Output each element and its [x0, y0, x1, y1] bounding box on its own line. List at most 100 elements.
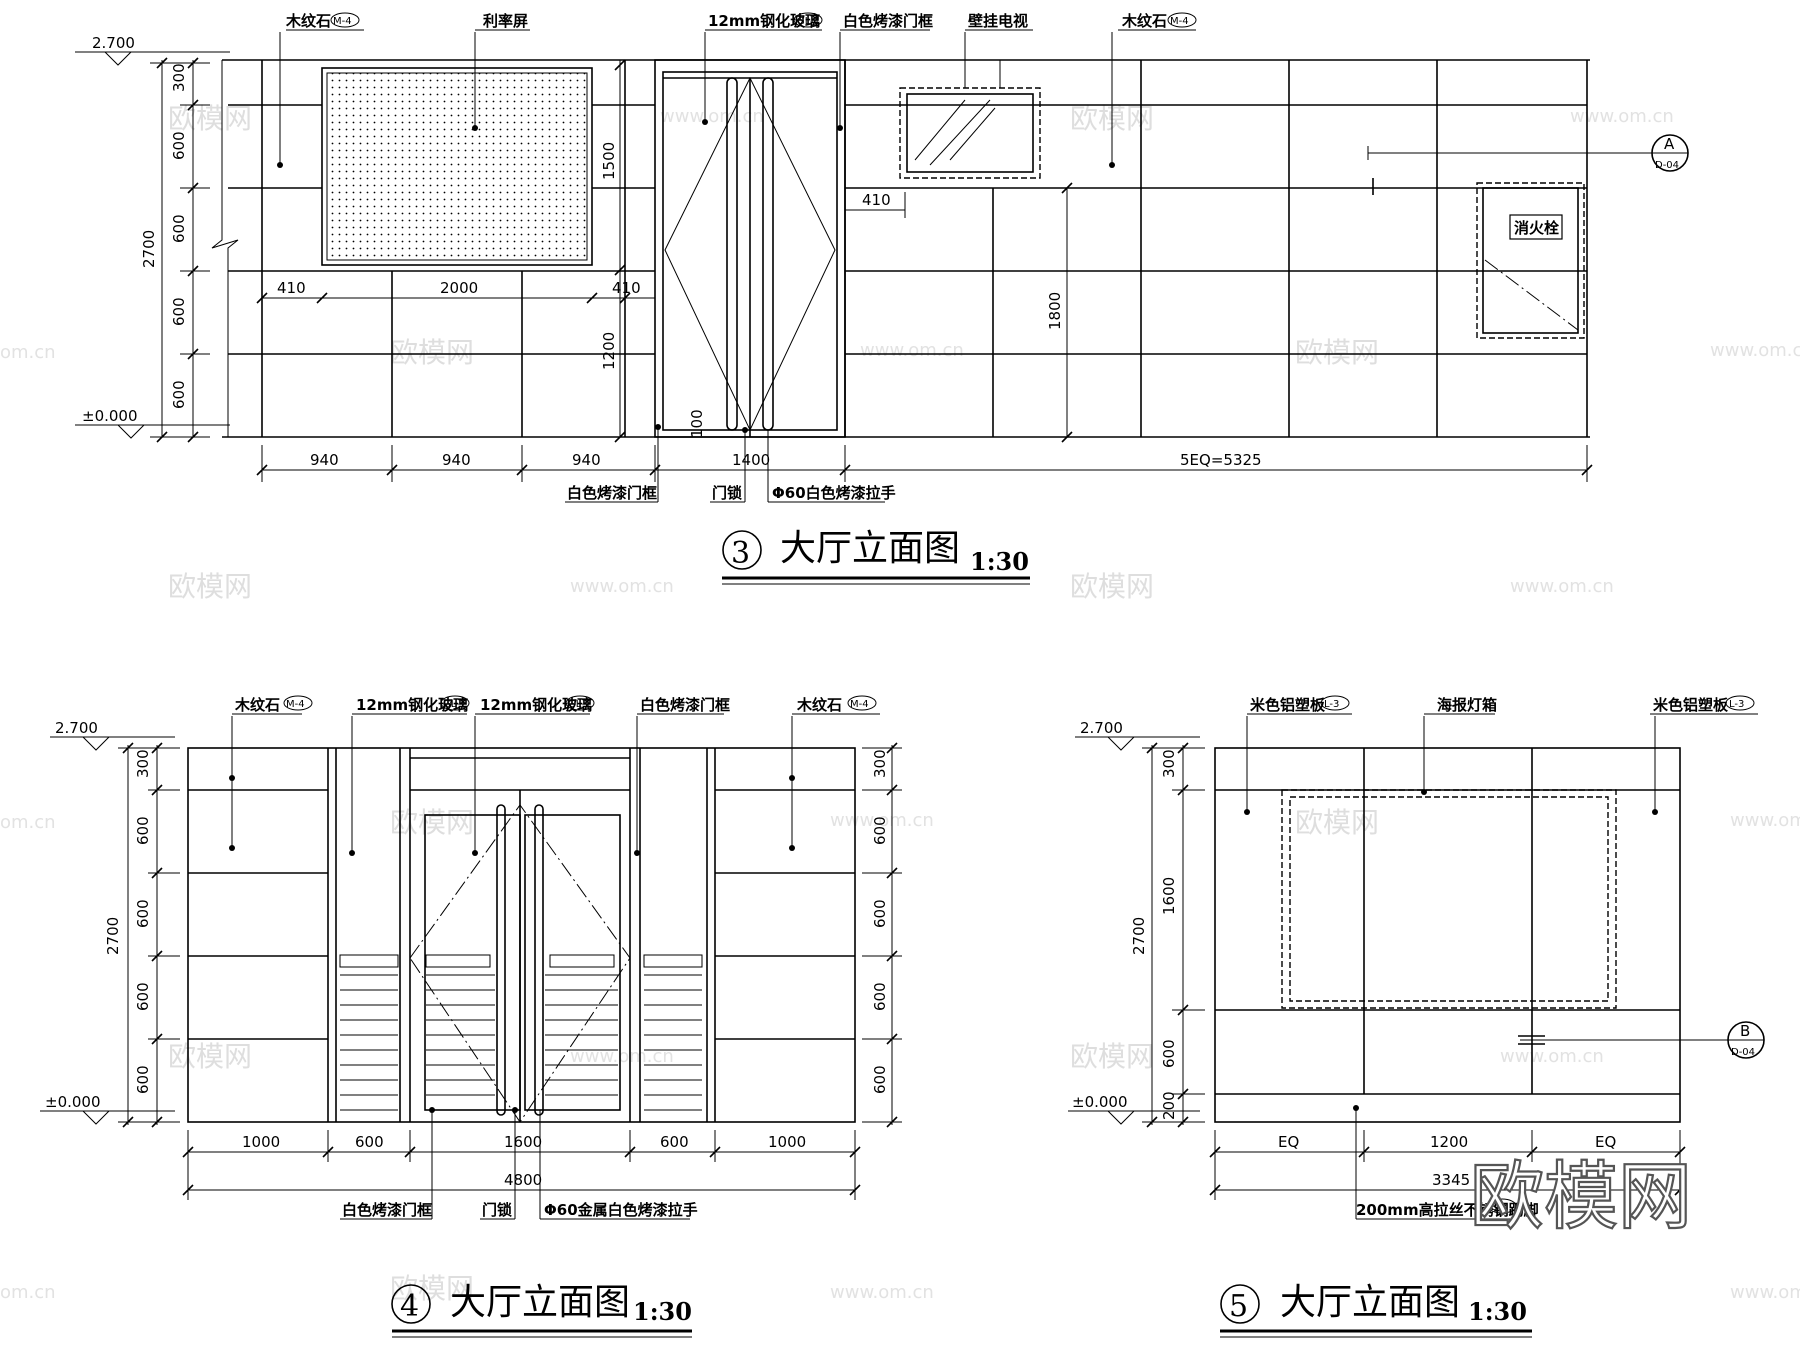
svg-text:D-04: D-04: [1655, 160, 1679, 171]
svg-text:米色铝塑板: 米色铝塑板: [1653, 696, 1729, 714]
svg-text:欧模网: 欧模网: [1070, 570, 1154, 603]
svg-text:利率屏: 利率屏: [483, 12, 528, 30]
svg-text:白色烤漆门框: 白色烤漆门框: [567, 484, 657, 502]
svg-text:1000: 1000: [242, 1133, 280, 1151]
svg-text:940: 940: [442, 451, 471, 469]
svg-text:600: 600: [355, 1133, 384, 1151]
svg-text:M-4: M-4: [286, 699, 305, 710]
svg-text:600: 600: [871, 1065, 889, 1094]
svg-text:欧模网: 欧模网: [390, 806, 474, 839]
svg-text:300: 300: [1160, 749, 1178, 778]
svg-text:5EQ=5325: 5EQ=5325: [1180, 451, 1262, 469]
door-handle-right: [534, 804, 544, 1116]
right-dimensions: 300 600 600 600 600: [862, 742, 902, 1128]
svg-text:1500: 1500: [600, 142, 618, 180]
svg-text:www.om.cn: www.om.cn: [830, 1282, 934, 1303]
svg-text:600: 600: [871, 899, 889, 928]
svg-text:www.om.cn: www.om.cn: [570, 1046, 674, 1067]
svg-text:海报灯箱: 海报灯箱: [1437, 696, 1497, 714]
svg-text:Φ60白色烤漆拉手: Φ60白色烤漆拉手: [772, 484, 896, 502]
svg-text:4800: 4800: [504, 1171, 542, 1189]
level-marker-base: ±0.000: [1068, 1093, 1200, 1125]
svg-text:410: 410: [862, 191, 891, 209]
svg-text:200: 200: [1160, 1091, 1178, 1120]
svg-text:www.om.cn: www.om.cn: [660, 106, 764, 127]
bottom-annotations: 白色烤漆门框 门锁 Φ60白色烤漆拉手: [565, 424, 896, 503]
wall-outline: [1214, 747, 1681, 1123]
svg-text:L-3: L-3: [1729, 699, 1744, 710]
svg-text:欧模网: 欧模网: [1295, 336, 1379, 369]
svg-text:1:30: 1:30: [1468, 1297, 1527, 1326]
svg-text:1:30: 1:30: [970, 547, 1029, 576]
svg-text:壁挂电视: 壁挂电视: [968, 12, 1028, 30]
svg-text:om.cn: om.cn: [0, 812, 56, 833]
level-marker-top: 2.700: [75, 34, 230, 66]
svg-text:www.om.cn: www.om.cn: [570, 576, 674, 597]
svg-text:门锁: 门锁: [712, 484, 742, 502]
svg-text:2000: 2000: [440, 279, 478, 297]
svg-text:600: 600: [134, 899, 152, 928]
break-line: [211, 60, 239, 437]
svg-text:大厅立面图: 大厅立面图: [450, 1282, 630, 1323]
svg-text:2700: 2700: [104, 917, 122, 955]
svg-text:GL-1: GL-1: [443, 699, 466, 710]
svg-text:欧模网: 欧模网: [168, 1040, 252, 1073]
svg-text:www.om.cn: www.om.cn: [1500, 1046, 1604, 1067]
svg-text:S-1: S-1: [1491, 1202, 1507, 1213]
svg-text:600: 600: [134, 1065, 152, 1094]
svg-text:600: 600: [170, 380, 188, 409]
svg-text:2700: 2700: [140, 230, 158, 268]
bottom-dimensions: 1000 600 1600 600 1000 4800: [182, 1130, 861, 1200]
svg-text:2.700: 2.700: [1080, 719, 1123, 737]
svg-text:940: 940: [310, 451, 339, 469]
svg-text:1800: 1800: [1046, 292, 1064, 330]
level-marker-top: 2.700: [50, 719, 175, 751]
top-annotations: 木纹石 M-4 12mm钢化玻璃 GL-1 12mm钢化玻璃 GL-1 白色烤漆…: [229, 695, 880, 856]
bottom-dimensions: 940 940 940 1400 5EQ=5325: [256, 445, 1593, 482]
bottom-dimensions: EQ 1200 EQ 3345: [1209, 1130, 1686, 1200]
svg-text:白色烤漆门框: 白色烤漆门框: [843, 12, 933, 30]
elevation-4: 2.700 ±0.000 300 600 600: [40, 695, 902, 1338]
svg-text:大厅立面图: 大厅立面图: [780, 528, 960, 569]
svg-text:1600: 1600: [1160, 877, 1178, 915]
section-callout-b: B D-04: [1518, 1021, 1765, 1059]
svg-text:3: 3: [731, 536, 750, 571]
svg-text:12mm钢化玻璃: 12mm钢化玻璃: [708, 12, 820, 30]
svg-text:L-3: L-3: [1324, 699, 1339, 710]
level-marker-base: ±0.000: [75, 407, 230, 439]
svg-text:EQ: EQ: [1595, 1133, 1616, 1151]
svg-text:300: 300: [871, 749, 889, 778]
svg-text:600: 600: [170, 131, 188, 160]
svg-text:木纹石: 木纹石: [234, 696, 280, 714]
svg-text:www.om.cn: www.om.cn: [1730, 1282, 1800, 1303]
svg-text:1:30: 1:30: [633, 1297, 692, 1326]
left-dimensions: 300 600 600 600 600 2700: [140, 57, 210, 443]
poster-lightbox: [1281, 789, 1617, 1009]
watermarks: 欧模网 www.om.cn 欧模网 www.om.cn om.cn 欧模网 ww…: [0, 102, 1800, 1305]
svg-text:410: 410: [612, 279, 641, 297]
svg-text:2.700: 2.700: [55, 719, 98, 737]
section-callout-a: A D-04: [1367, 134, 1689, 195]
svg-text:2.700: 2.700: [92, 34, 135, 52]
title-elevation-3: 3 大厅立面图 1:30: [722, 528, 1030, 585]
svg-text:12mm钢化玻璃: 12mm钢化玻璃: [356, 696, 468, 714]
svg-text:消火栓: 消火栓: [1514, 219, 1559, 237]
title-elevation-5: 5 大厅立面图 1:30: [1220, 1282, 1532, 1338]
wall-outline: [187, 747, 856, 1123]
svg-text:200mm高拉丝不锈钢踢脚: 200mm高拉丝不锈钢踢脚: [1356, 1201, 1539, 1219]
svg-text:om.cn: om.cn: [0, 342, 56, 363]
svg-text:1600: 1600: [504, 1133, 542, 1151]
svg-text:白色烤漆门框: 白色烤漆门框: [342, 1201, 432, 1219]
svg-text:欧模网: 欧模网: [168, 102, 252, 135]
svg-text:GL-1: GL-1: [797, 16, 820, 27]
svg-text:300: 300: [134, 749, 152, 778]
svg-text:欧模网: 欧模网: [168, 570, 252, 603]
svg-text:300: 300: [170, 63, 188, 92]
svg-text:M-4: M-4: [333, 16, 352, 27]
svg-text:大厅立面图: 大厅立面图: [1280, 1282, 1460, 1323]
svg-text:M-4: M-4: [1170, 16, 1189, 27]
svg-text:www.om.cn: www.om.cn: [1730, 810, 1800, 831]
svg-text:木纹石: 木纹石: [796, 696, 842, 714]
svg-text:木纹石: 木纹石: [285, 12, 331, 30]
